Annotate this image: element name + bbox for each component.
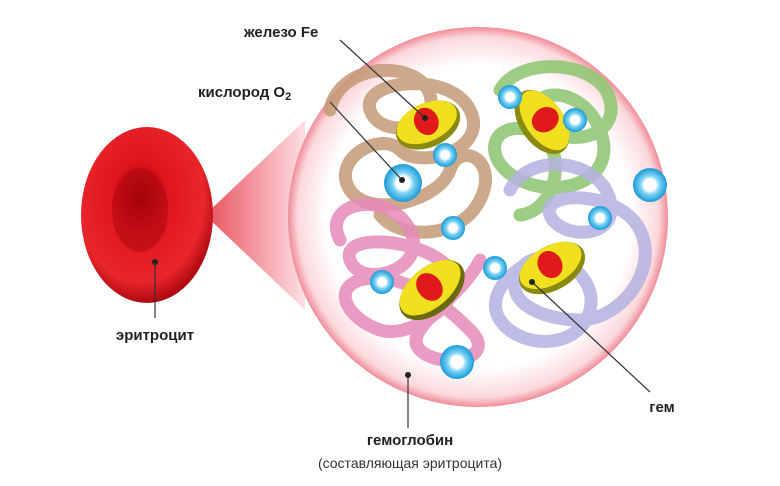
oxygen-leader-line (329, 101, 403, 181)
heme-bottom-left (399, 259, 465, 321)
oxygen-molecule (563, 108, 587, 132)
erythrocyte (81, 127, 213, 303)
erythrocyte-label: эритроцит (116, 327, 194, 344)
oxygen-molecule (498, 85, 522, 109)
heme-top-left (395, 100, 461, 150)
oxygen-molecule (633, 168, 667, 202)
oxygen-label: кислород O2 (198, 84, 291, 103)
oxygen-molecule (588, 206, 612, 230)
heme-top-right (514, 89, 570, 155)
oxygen-molecules (370, 85, 667, 379)
heme-label: гем (649, 399, 675, 416)
oxygen-molecule (483, 256, 507, 280)
hemoglobin-label: гемоглобин (367, 432, 453, 449)
heme-leader-line (531, 281, 651, 393)
magnification-cone (205, 120, 305, 310)
heme-bottom-right (518, 241, 586, 295)
oxygen-molecule (370, 270, 394, 294)
oxygen-molecule (384, 164, 422, 202)
oxygen-molecule (441, 216, 465, 240)
oxygen-molecule (440, 345, 474, 379)
iron-leader-line (339, 39, 426, 119)
oxygen-molecule (433, 143, 457, 167)
iron-label: железо Fe (243, 24, 318, 41)
hemoglobin-note: (составляющая эритроцита) (318, 455, 502, 471)
